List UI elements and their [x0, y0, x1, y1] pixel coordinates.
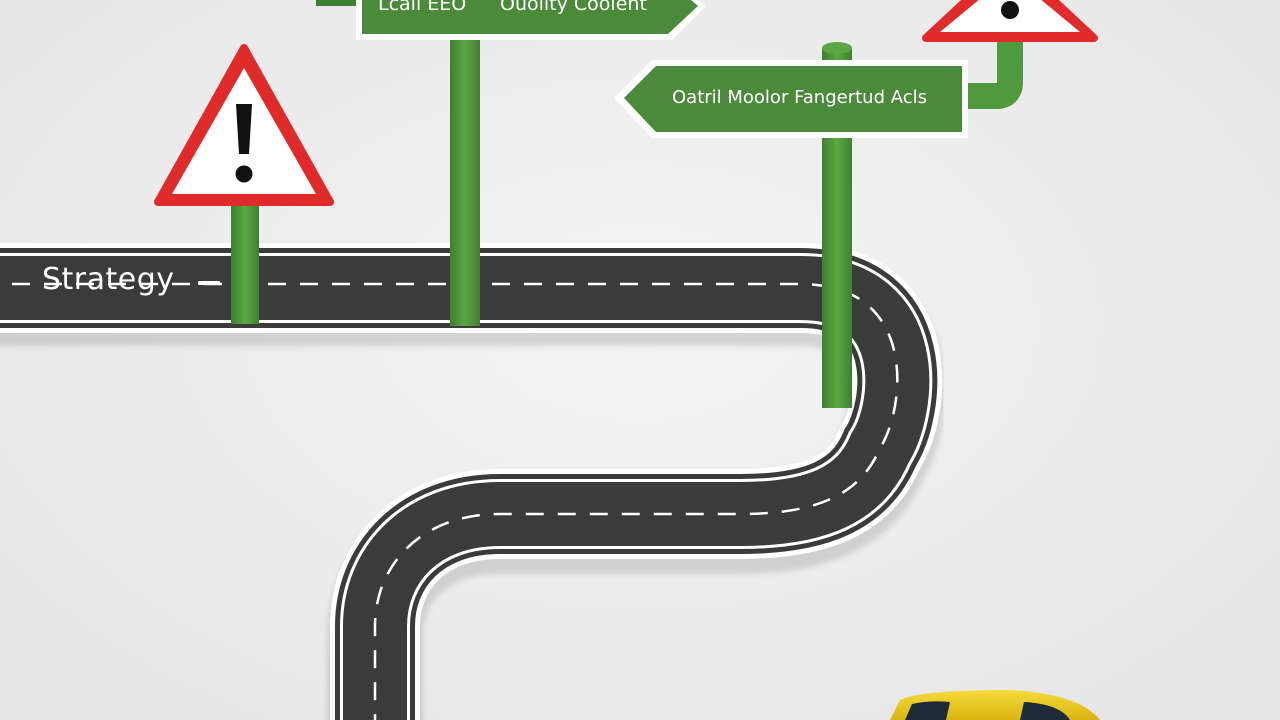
yellow-car	[890, 690, 1100, 720]
warning-sign-left	[154, 44, 334, 206]
sign-top-right-text: Ouolity Coolent	[500, 0, 647, 15]
warning-exclamation-icon	[1001, 1, 1019, 19]
warning-pole-right	[962, 36, 1023, 109]
warning-exclamation-icon	[235, 104, 253, 183]
direction-sign-top	[316, 0, 706, 40]
sign-middle-text: Oatril Moolor Fangertud Acls	[672, 87, 927, 108]
sign-pole-top	[450, 30, 480, 326]
road-label: Strategy	[42, 262, 175, 297]
road-label-dash	[198, 281, 220, 285]
warning-sign-right	[922, 0, 1098, 42]
direction-sign-middle	[614, 60, 968, 138]
warning-pole-left	[231, 196, 259, 324]
sign-top-left-text: Lcall EEO	[378, 0, 467, 15]
